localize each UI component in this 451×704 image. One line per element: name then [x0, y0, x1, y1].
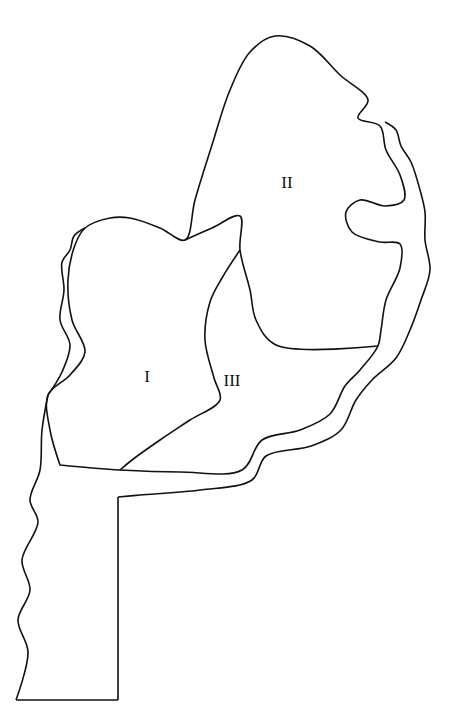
zone-boundary	[185, 215, 378, 349]
outer-boundary	[118, 122, 430, 497]
outer-boundary	[16, 699, 118, 701]
zone-label: I	[144, 368, 150, 385]
outer-boundary	[117, 497, 119, 700]
outer-boundary	[48, 228, 85, 395]
outer-boundary	[16, 395, 48, 700]
zone-boundary	[120, 250, 240, 470]
zone-label: III	[224, 372, 241, 389]
zone-label: II	[281, 174, 292, 191]
